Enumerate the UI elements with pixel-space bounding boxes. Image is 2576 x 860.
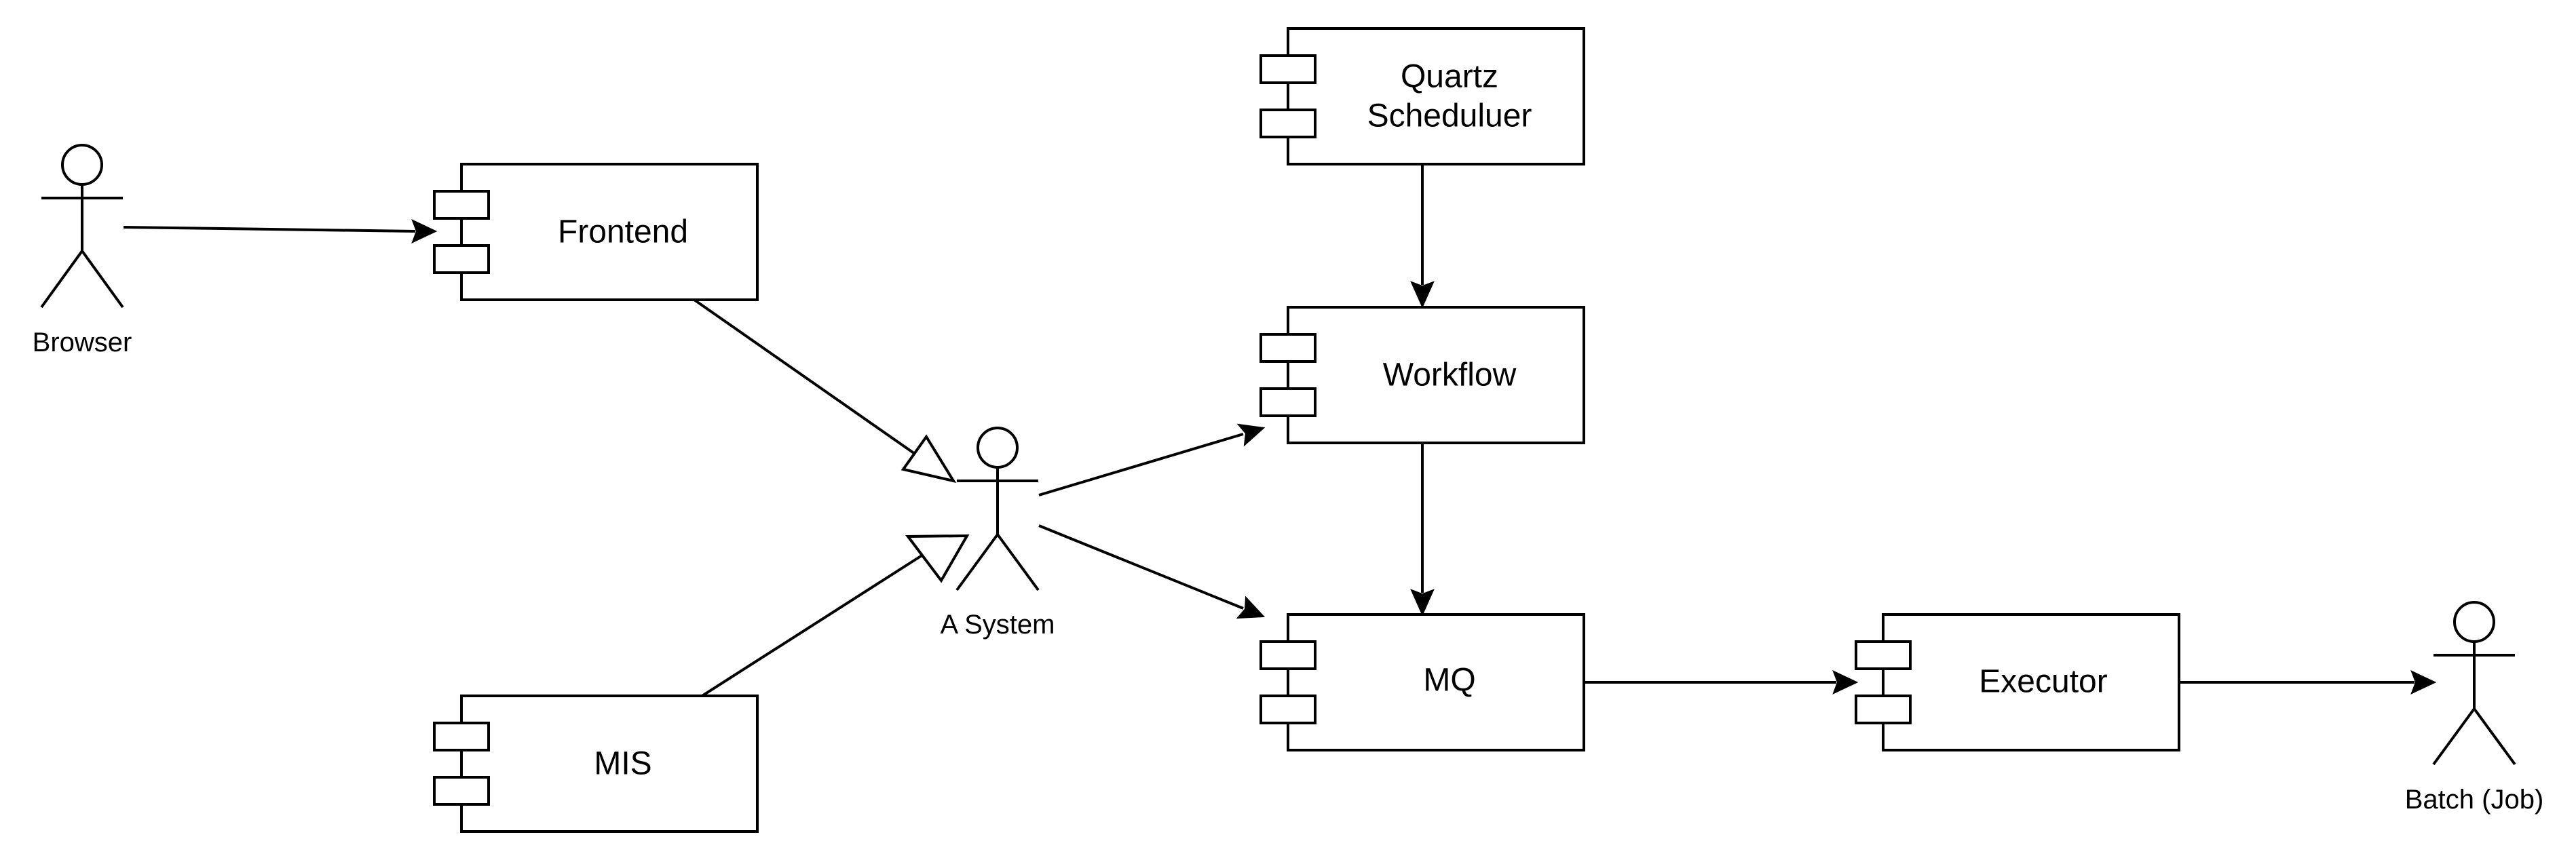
uml-actor-icon — [955, 427, 1040, 591]
actor-browser[interactable]: Browser — [33, 144, 132, 357]
component-mq[interactable]: MQ — [1259, 613, 1585, 751]
edge-workflow-to-mq — [1410, 443, 1435, 617]
component-quartz-scheduler[interactable]: Quartz Scheduluer — [1259, 27, 1585, 165]
edge-executor-to-batch-job — [2178, 670, 2437, 695]
uml-component-icon — [433, 190, 490, 274]
uml-component-icon — [1259, 333, 1317, 417]
uml-actor-icon — [2432, 601, 2516, 766]
component-quartz-label-line2: Scheduluer — [1367, 98, 1532, 134]
actor-batch-job-label: Batch (Job) — [2405, 785, 2544, 815]
actor-browser-label: Browser — [33, 328, 132, 357]
component-frontend-label: Frontend — [558, 214, 688, 250]
component-executor[interactable]: Executor — [1855, 613, 2180, 751]
component-frontend[interactable]: Frontend — [433, 163, 759, 301]
component-workflow-label: Workflow — [1383, 357, 1517, 393]
component-executor-label: Executor — [1979, 664, 2107, 700]
actor-batch-job[interactable]: Batch (Job) — [2405, 601, 2544, 815]
edge-frontend-to-a-system — [693, 298, 957, 484]
edge-browser-to-frontend — [123, 219, 438, 243]
uml-component-icon — [1259, 54, 1317, 138]
edge-mq-to-executor — [1584, 670, 1859, 695]
actor-a-system[interactable]: A System — [941, 427, 1055, 640]
component-mq-label: MQ — [1423, 663, 1475, 699]
uml-actor-icon — [40, 144, 124, 309]
actor-a-system-label: A System — [941, 610, 1055, 640]
edge-mis-to-a-system — [700, 534, 970, 698]
edge-a-system-to-workflow — [1038, 423, 1266, 496]
edge-a-system-to-mq — [1038, 524, 1266, 619]
component-workflow[interactable]: Workflow — [1259, 306, 1585, 444]
uml-component-icon — [433, 722, 490, 806]
uml-component-icon — [1259, 640, 1317, 724]
edge-quartz-to-workflow — [1410, 164, 1435, 309]
component-quartz-label-line1: Quartz — [1401, 59, 1498, 95]
uml-component-icon — [1855, 640, 1912, 724]
component-mis-label: MIS — [594, 746, 651, 782]
component-mis[interactable]: MIS — [433, 695, 759, 833]
